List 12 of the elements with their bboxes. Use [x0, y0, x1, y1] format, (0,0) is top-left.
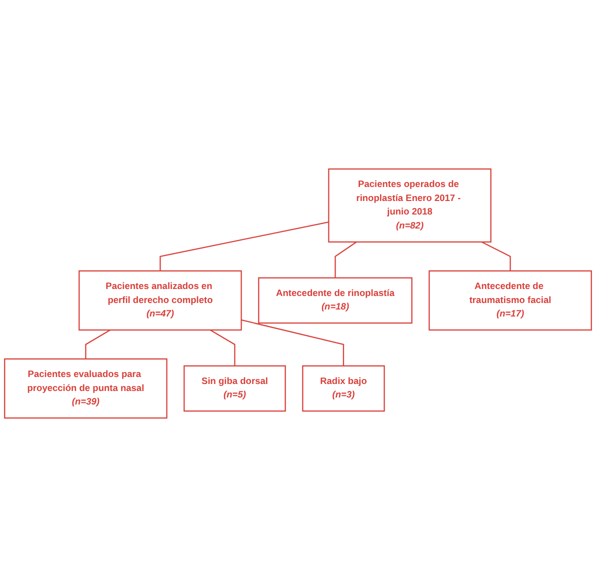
node-box: Pacientes operados de rinoplastía Enero 2017 - junio 2018 (n=82)	[328, 168, 492, 243]
connector	[241, 319, 344, 366]
node-box: Antecedente de traumatismo facial (n=17)	[428, 270, 592, 331]
node-box: Pacientes analizados en perfil derecho completo (n=47)	[78, 270, 242, 331]
connector	[481, 241, 511, 271]
connector	[334, 241, 357, 278]
connector	[85, 329, 111, 359]
node-box: Antecedente de rinoplastía (n=18)	[258, 277, 412, 324]
node-box: Pacientes evaluados para proyección de punta nasal (n=39)	[4, 358, 168, 419]
node-box: Radix bajo (n=3)	[302, 365, 385, 412]
node-box: Sin giba dorsal (n=5)	[184, 365, 286, 412]
connector	[160, 221, 329, 271]
